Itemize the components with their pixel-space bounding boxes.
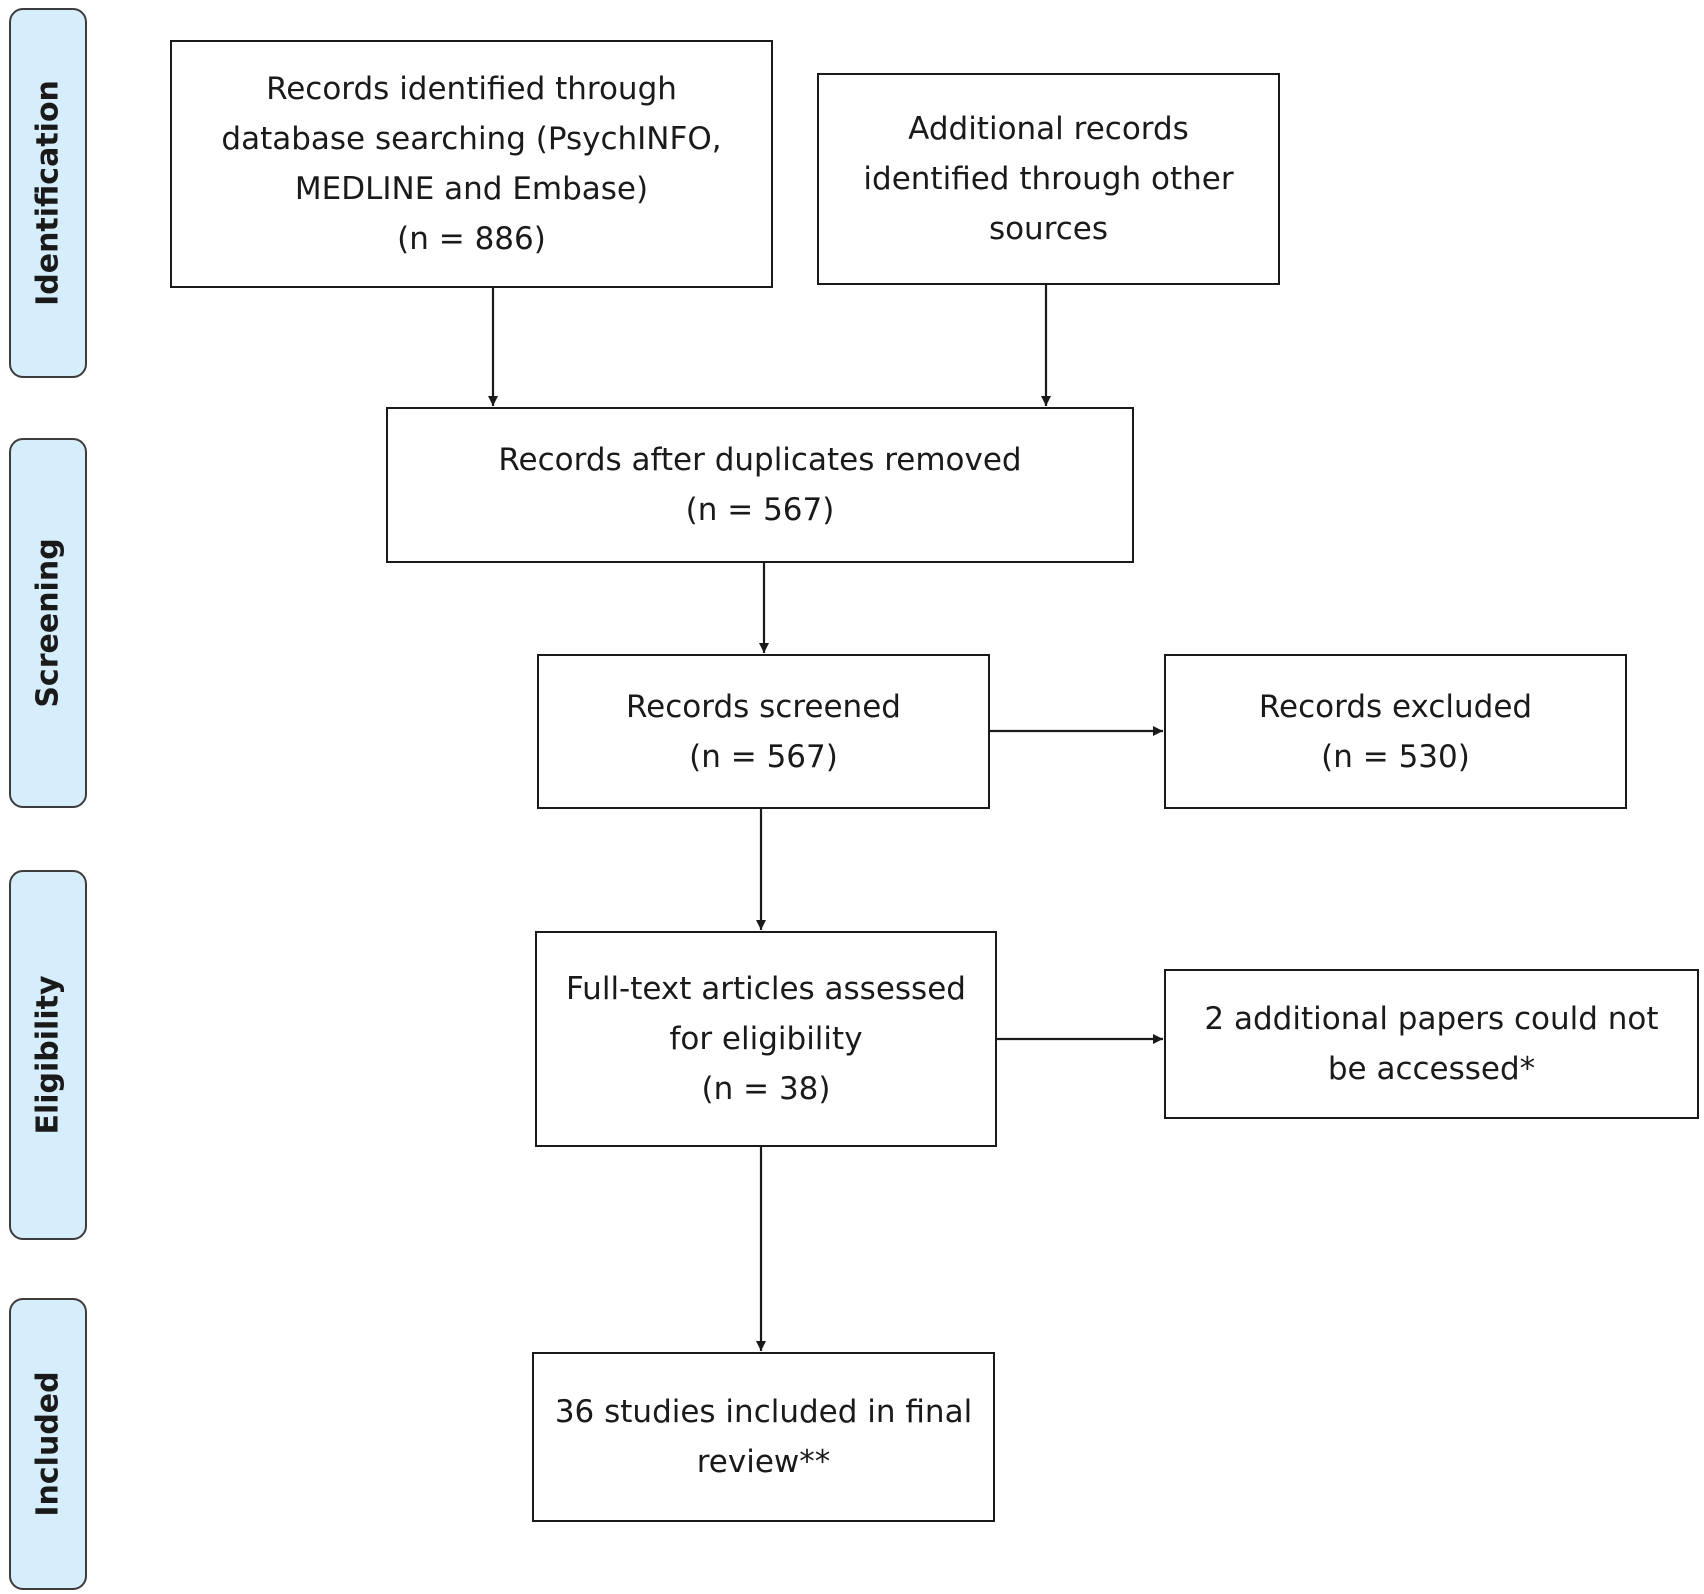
box-database-records: Records identified through database sear… [170,40,773,288]
box-records-excluded: Records excluded (n = 530) [1164,654,1627,809]
stage-identification: Identification [9,8,87,378]
box-additional-records: Additional records identified through ot… [817,73,1280,285]
box-papers-not-accessed: 2 additional papers could not be accesse… [1164,969,1699,1119]
box-studies-included: 36 studies included in final review** [532,1352,995,1522]
stage-screening: Screening [9,438,87,808]
box-records-after-duplicates: Records after duplicates removed (n = 56… [386,407,1134,563]
box-records-screened: Records screened (n = 567) [537,654,990,809]
stage-eligibility: Eligibility [9,870,87,1240]
stage-included: Included [9,1298,87,1590]
box-fulltext-assessed: Full-text articles assessed for eligibil… [535,931,997,1147]
